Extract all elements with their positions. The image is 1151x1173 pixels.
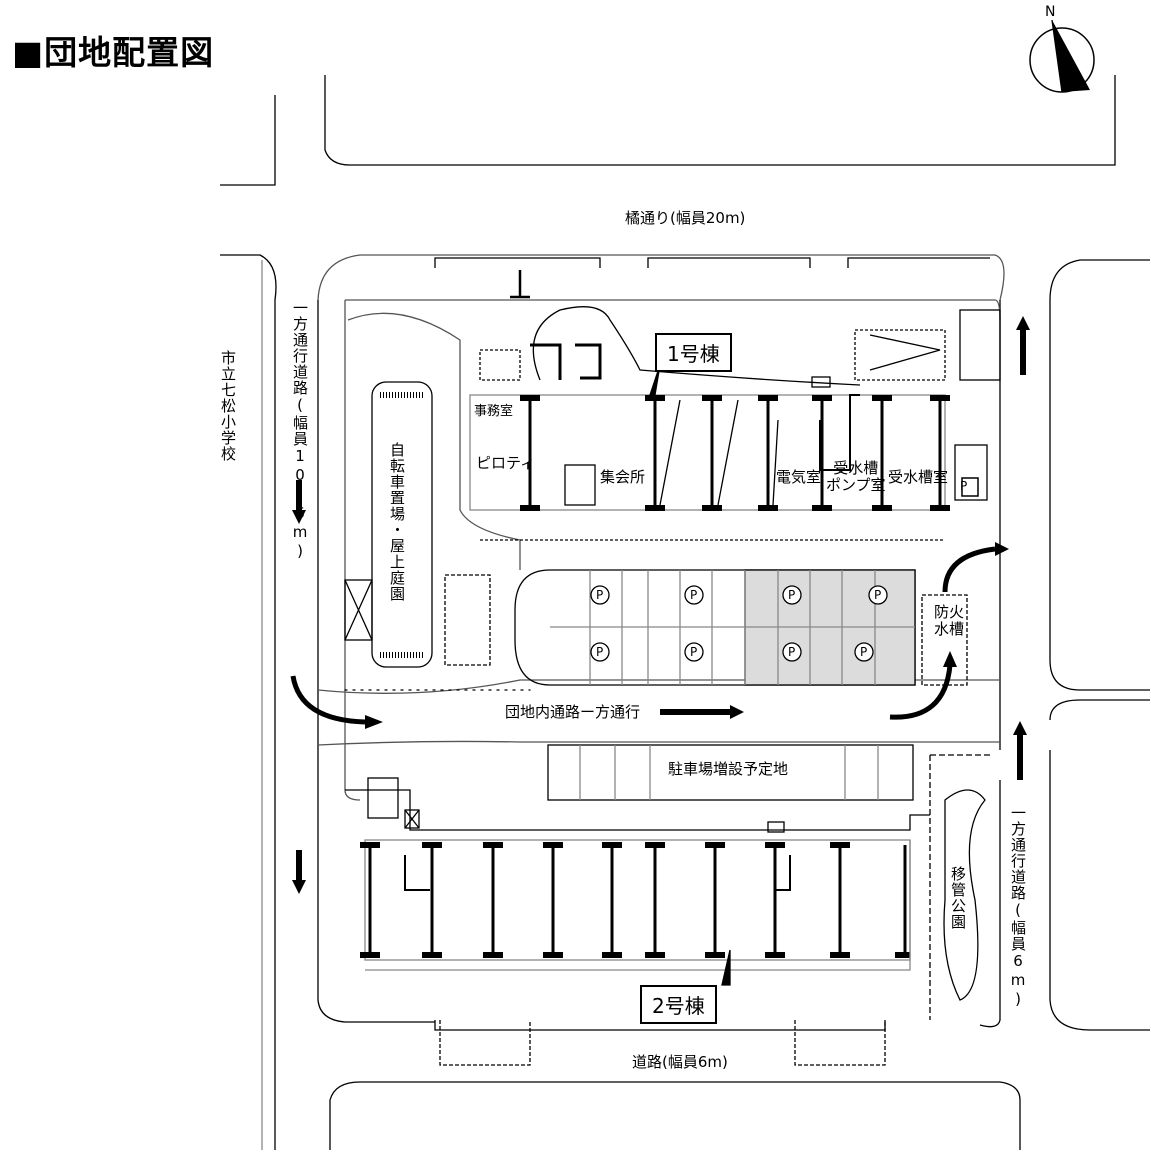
bicycle-parking-label: 自転車置場・屋上庭園 [388, 442, 406, 602]
pump-room-label: 受水槽ポンプ室 [826, 460, 886, 493]
building-1 [469, 329, 950, 511]
parking-mark: P [860, 645, 868, 659]
fire-tank-label: 防火水槽 [934, 603, 965, 639]
north-road-edge [317, 254, 1005, 301]
pump-room-line2: ポンプ室 [826, 475, 886, 494]
parking-mark: P [690, 588, 698, 602]
page-title: ■団地配置図 [12, 33, 215, 72]
internal-road-label: 団地内通路ー方通行 [505, 703, 641, 721]
parking-marks [590, 585, 888, 662]
piloti-label: ピロティ [476, 454, 536, 472]
parking-lot [514, 569, 916, 686]
building-2-tag: 2号棟 [640, 985, 717, 1024]
compass-north-label: N [1045, 4, 1056, 20]
compass-icon [1029, 19, 1095, 93]
park-label: 移管公園 [949, 866, 967, 930]
west-road-label: 一方通行道路(幅員10.6m) [291, 300, 309, 561]
north-block [324, 75, 1116, 166]
parking-mark: P [690, 645, 698, 659]
traffic-arrows [292, 316, 1030, 894]
future-parking-label: 駐車場増設予定地 [668, 760, 789, 778]
parking-mark: P [874, 588, 882, 602]
hall-label: 集会所 [600, 468, 646, 486]
parking-p-east: P [960, 479, 968, 493]
parking-mark: P [596, 645, 604, 659]
south-road-label: 道路(幅員6m) [632, 1053, 728, 1071]
school-label: 市立七松小学校 [219, 350, 237, 462]
parking-mark: P [788, 588, 796, 602]
bicycle-parking [371, 381, 433, 668]
tank-room-label: 受水槽室 [888, 468, 949, 486]
building-1-tag: 1号棟 [655, 333, 732, 372]
north-road-label: 橘通り(幅員20m) [625, 209, 746, 227]
east-road-label: 一方通行道路(幅員6m) [1009, 805, 1027, 1009]
office-label: 事務室 [474, 404, 514, 419]
parking-mark: P [596, 588, 604, 602]
pump-room-line1: 受水槽 [833, 459, 879, 477]
electric-room-label: 電気室 [776, 468, 822, 486]
curve-arrows [290, 546, 996, 725]
building-2 [345, 777, 930, 971]
future-parking [547, 744, 914, 801]
west-road-edge [220, 254, 277, 1150]
parking-mark: P [788, 645, 796, 659]
